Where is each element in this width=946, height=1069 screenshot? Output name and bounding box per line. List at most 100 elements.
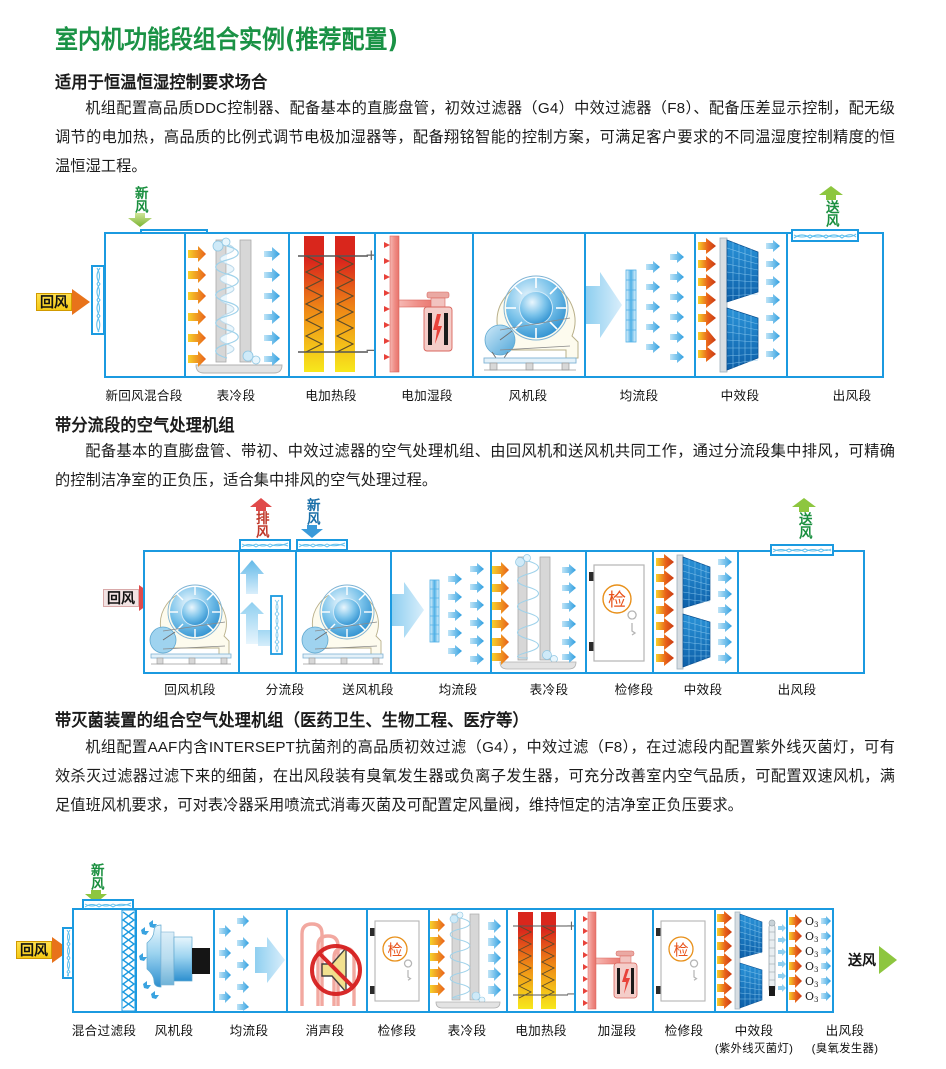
segment-label-9-main: 中效段 (734, 1024, 774, 1038)
segment-label-5: 均流段 (619, 389, 659, 403)
segment-label-7: 出风段 (832, 389, 872, 403)
medium-filter-graphic (698, 237, 780, 373)
cooling-coil-graphic (188, 237, 283, 374)
supply-air-label: 送风 (796, 512, 812, 539)
svg-text:检: 检 (387, 941, 402, 959)
segment-cooling-coil (492, 552, 587, 672)
segment-outlet (739, 552, 863, 672)
segment-label-6: 中效段 (683, 683, 723, 697)
electric-heater-graphic: + − (513, 912, 576, 1009)
svg-text:O3: O3 (805, 915, 819, 929)
diagram-1-supply-air-flag: 送风 (818, 186, 844, 227)
segment-label-1: 分流段 (265, 683, 305, 697)
diagram-1-casing: + − (104, 232, 884, 378)
segment-flow-equalizer (215, 910, 288, 1011)
segment-split (240, 552, 297, 672)
segment-mix-filter (74, 910, 137, 1011)
diagram-3-supply-air-flag: 送风 (845, 946, 897, 974)
right-arrow-icon (879, 946, 897, 974)
segment-mixing (106, 234, 186, 376)
supply-fan-graphic (301, 584, 384, 665)
section-2-paragraph-text: 配备基本的直膨盘管、带初、中效过滤器的空气处理机组、由回风机和送风机共同工作，通… (55, 443, 895, 489)
segment-return-fan (145, 552, 240, 672)
segment-access-door-1: 检 (368, 910, 430, 1011)
svg-text:−: − (566, 987, 576, 1002)
segment-label-10-main: 出风段 (825, 1024, 865, 1038)
segment-label-9: 中效段 (紫外线灭菌灯) (715, 1020, 793, 1056)
access-door-graphic: 检 (370, 920, 420, 1002)
svg-text:+: + (566, 919, 576, 934)
supply-air-louver (770, 544, 834, 556)
section-3-paragraph-text: 机组配置AAF内含INTERSEPT抗菌剂的高品质初效过滤（G4），中效过滤（F… (55, 739, 895, 814)
svg-text:O3: O3 (805, 945, 819, 959)
split-graphic (240, 560, 283, 655)
humidifier-graphic (583, 911, 638, 1010)
segment-label-5: 表冷段 (447, 1024, 487, 1038)
segment-label-0: 混合过滤段 (71, 1024, 137, 1038)
segment-fan (474, 234, 586, 376)
segment-outlet (788, 234, 884, 376)
cooling-coil-graphic (430, 911, 501, 1009)
up-arrow-icon (792, 498, 816, 512)
segment-label-3: 消声段 (305, 1024, 345, 1038)
right-arrow-icon (72, 289, 90, 315)
svg-text:+: + (365, 246, 376, 264)
up-arrow-icon (250, 498, 272, 511)
segment-supply-fan (297, 552, 392, 672)
segment-label-1: 风机段 (154, 1024, 194, 1038)
diagram-2-fresh-air-flag: 新风 (300, 498, 324, 538)
segment-access-door: 检 (587, 552, 654, 672)
fresh-air-label: 新风 (132, 186, 148, 213)
down-arrow-icon (85, 890, 107, 903)
segment-label-1: 表冷段 (216, 389, 256, 403)
return-air-label: 回风 (16, 940, 52, 960)
fresh-air-label: 新风 (88, 863, 104, 890)
return-fan-graphic (149, 584, 232, 665)
medium-filter-graphic (656, 554, 732, 670)
flow-equalizer-graphic (586, 251, 684, 363)
centrifugal-fan-graphic (483, 275, 579, 371)
segment-humidifier (576, 910, 654, 1011)
access-door-graphic: 检 (656, 920, 706, 1002)
supply-air-label: 送风 (848, 951, 876, 968)
segment-label-2: 送风机段 (342, 683, 394, 697)
segment-flow-equalizer (392, 552, 492, 672)
return-air-label: 回风 (36, 292, 72, 312)
segment-ozone-outlet: O3 O3 O3 O3 O3 O3 (788, 910, 832, 1011)
mix-filter-graphic (121, 910, 135, 1011)
segment-label-2: 均流段 (229, 1024, 269, 1038)
down-arrow-icon (301, 525, 323, 538)
diagram-2-supply-air-flag: 送风 (791, 498, 817, 539)
segment-cooling-coil (430, 910, 508, 1011)
flow-equalizer-graphic (219, 915, 285, 1011)
svg-text:O3: O3 (805, 930, 819, 944)
segment-label-10-sub: (臭氧发生器) (811, 1043, 879, 1055)
segment-label-4: 表冷段 (529, 683, 569, 697)
diagram-2-exhaust-flag: 排风 (249, 498, 273, 538)
return-air-louver (91, 265, 105, 335)
segment-medium-filter (654, 552, 739, 672)
cooling-coil-graphic (492, 554, 577, 670)
segment-label-8: 检修段 (664, 1024, 704, 1038)
access-door-graphic: 检 (589, 564, 645, 662)
electrode-humidifier-graphic (384, 235, 453, 373)
up-arrow-icon (819, 186, 843, 200)
segment-label-3: 电加湿段 (401, 389, 453, 403)
supply-air-louver (791, 229, 859, 242)
segment-label-0: 回风机段 (164, 683, 216, 697)
segment-electrode-humidifier (376, 234, 474, 376)
segment-label-6: 中效段 (720, 389, 760, 403)
segment-label-10: 出风段 (臭氧发生器) (812, 1020, 879, 1056)
segment-medium-filter (696, 234, 788, 376)
section-2-heading: 带分流段的空气处理机组 (55, 416, 235, 435)
section-3-paragraph: 机组配置AAF内含INTERSEPT抗菌剂的高品质初效过滤（G4），中效过滤（F… (55, 733, 895, 820)
segment-label-6: 电加热段 (515, 1024, 567, 1038)
supply-air-label: 送风 (823, 200, 839, 227)
segment-label-3: 均流段 (438, 683, 478, 697)
return-air-louver (62, 927, 74, 979)
segment-label-4: 检修段 (377, 1024, 417, 1038)
segment-medium-filter-uv (716, 910, 788, 1011)
segment-flow-equalizer (586, 234, 696, 376)
segment-label-7: 加湿段 (597, 1024, 637, 1038)
